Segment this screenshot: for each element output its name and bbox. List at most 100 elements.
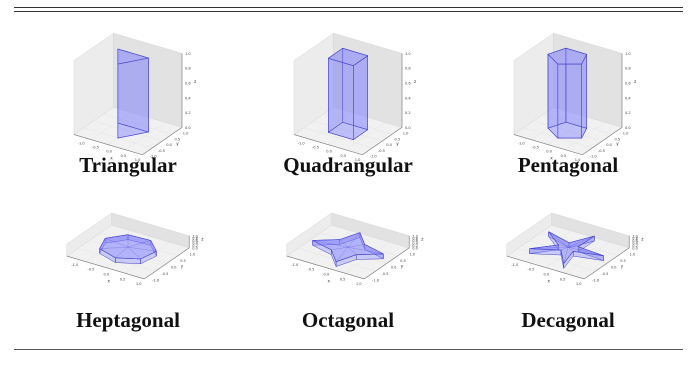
grid-line <box>565 122 606 150</box>
grid-line <box>125 122 166 150</box>
y-tick-label: 0.5 <box>174 137 180 141</box>
grid-line <box>313 120 383 142</box>
grid-line <box>543 113 613 135</box>
x-tick-label: 0.5 <box>560 277 566 281</box>
x-tick-label: -0.5 <box>92 145 99 149</box>
z-tick-label: 0.6 <box>192 239 198 243</box>
caption-decagonal: Decagonal <box>521 308 615 332</box>
caption-pentagonal: Pentagonal <box>517 153 619 177</box>
prism-top-face <box>117 48 149 65</box>
z-tick-label: 0.6 <box>632 239 638 243</box>
y-tick-label: 0.0 <box>386 143 392 147</box>
y-tick-label: 0.5 <box>394 137 400 141</box>
y-axis-label: y <box>401 263 404 268</box>
x-axis-label: x <box>548 279 551 284</box>
x-tick-label: 0.0 <box>326 150 332 154</box>
plot-octagonal: -1.0-0.50.00.51.0-1.0-0.50.00.51.00.00.2… <box>286 212 424 286</box>
plot-heptagonal: -1.0-0.50.00.51.0-1.0-0.50.00.51.00.00.2… <box>66 212 204 286</box>
x-tick-label: 0.0 <box>544 273 550 277</box>
polygon-spoke <box>548 231 569 248</box>
z-tick-label: 0.4 <box>632 242 638 246</box>
x-tick-label: -1.0 <box>298 141 306 145</box>
x-axis-label: x <box>550 156 553 161</box>
plot-quadrangular: -1.0-0.50.00.51.0-1.0-0.50.00.51.00.00.2… <box>293 32 417 162</box>
y-axis-line <box>364 247 410 280</box>
prism-bottom-face <box>327 122 369 140</box>
y-axis-line <box>144 247 190 280</box>
polygon-spoke <box>99 246 129 249</box>
polygon-spoke <box>127 246 157 252</box>
x-tick-label: 0.0 <box>324 273 330 277</box>
x-tick-label: -1.0 <box>511 263 519 267</box>
y-tick-label: 1.0 <box>623 132 629 136</box>
polygon-spoke <box>339 239 349 248</box>
y-tick-label: 0.5 <box>400 259 406 263</box>
z-tick-label: 0.2 <box>192 244 198 248</box>
prism-top-face <box>327 47 369 67</box>
grid-line <box>564 242 610 274</box>
y-axis-line <box>362 127 403 156</box>
polygon-spoke <box>105 238 129 248</box>
grid-line <box>533 120 603 142</box>
z-tick-label: 0.2 <box>632 244 638 248</box>
top-rule-double <box>14 11 683 13</box>
z-tick-label: 0.2 <box>185 111 191 115</box>
y-axis-label: y <box>616 141 619 146</box>
z-tick-label: 0.4 <box>185 96 191 100</box>
x-tick-label: 0.0 <box>106 150 112 154</box>
z-tick-label: 0.8 <box>632 237 638 241</box>
x-tick-label: -1.0 <box>71 263 79 267</box>
z-tick-label: 1.0 <box>625 52 631 56</box>
y-tick-label: -0.5 <box>601 272 608 276</box>
polygon-spoke <box>127 240 151 248</box>
y-tick-label: 0.0 <box>606 143 612 147</box>
y-tick-label: 1.0 <box>629 253 635 257</box>
z-tick-label: 0.8 <box>192 237 198 241</box>
z-tick-label: 0.4 <box>192 242 198 246</box>
y-tick-label: 0.5 <box>620 259 626 263</box>
y-tick-label: -0.5 <box>378 149 385 153</box>
y-tick-label: -1.0 <box>590 154 598 158</box>
polygon-spoke <box>567 242 570 248</box>
polygon-spoke <box>115 247 129 258</box>
z-tick-label: 1.0 <box>632 234 638 238</box>
z-tick-label: 0.8 <box>405 67 411 71</box>
z-tick-label: 0.4 <box>625 96 631 100</box>
y-axis-line <box>582 127 623 156</box>
x-tick-label: 1.0 <box>576 282 582 286</box>
x-tick-label: -0.5 <box>307 268 314 272</box>
x-tick-label: -1.0 <box>518 141 526 145</box>
z-axis-label: z <box>201 237 204 242</box>
y-axis-label: y <box>181 263 184 268</box>
z-tick-label: 0.8 <box>412 237 418 241</box>
x-tick-label: -0.5 <box>87 268 94 272</box>
y-tick-label: 0.5 <box>180 259 186 263</box>
polygon-spoke <box>331 246 349 251</box>
z-tick-label: 0.6 <box>625 82 631 86</box>
y-axis-label: y <box>176 141 179 146</box>
x-axis-line <box>293 134 363 156</box>
polygon-spoke <box>127 247 141 260</box>
x-tick-label: 0.0 <box>546 150 552 154</box>
z-tick-label: 0.0 <box>405 126 411 130</box>
grid-line <box>103 113 173 135</box>
z-tick-label: 0.0 <box>185 126 191 130</box>
grid-line <box>124 242 170 274</box>
x-tick-label: 1.0 <box>135 158 141 162</box>
z-axis-label: z <box>194 79 197 84</box>
z-tick-label: 0.0 <box>632 246 638 250</box>
z-axis-label: z <box>634 79 637 84</box>
y-tick-label: 1.0 <box>183 132 189 136</box>
y-tick-label: -1.0 <box>150 154 158 158</box>
polygon-spoke <box>560 246 569 251</box>
caption-triangular: Triangular <box>79 153 177 177</box>
polygon-spoke <box>347 244 365 248</box>
polygon-spoke <box>347 246 384 255</box>
z-tick-label: 0.8 <box>625 67 631 71</box>
x-tick-label: 1.0 <box>575 158 581 162</box>
x-axis-line <box>506 255 585 280</box>
y-axis-label: y <box>396 141 399 146</box>
y-tick-label: 0.0 <box>166 143 172 147</box>
